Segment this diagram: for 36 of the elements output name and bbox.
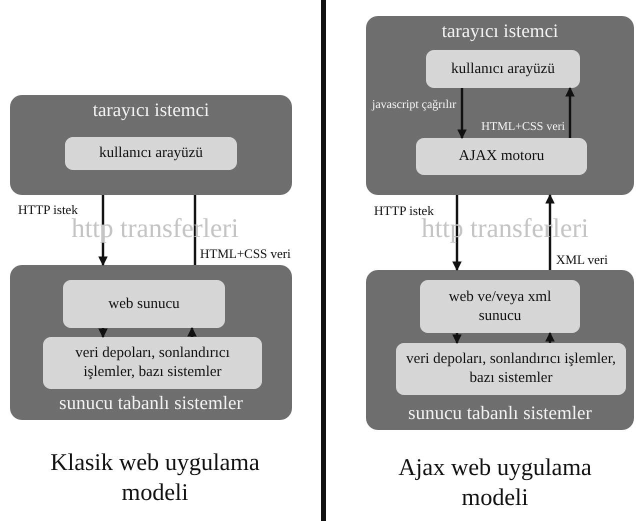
group-panel xyxy=(10,265,292,420)
edge-label: HTTP istek xyxy=(374,202,434,218)
edge-label: XML veri xyxy=(556,251,608,269)
panel-heading: sunucu tabanlı sistemler xyxy=(58,392,244,416)
component-box xyxy=(63,280,225,328)
group-panel xyxy=(10,95,292,195)
panel-heading: sunucu tabanlı sistemler xyxy=(407,402,593,426)
edge-label: HTTP istek xyxy=(18,201,78,218)
panel-heading: tarayıcı istemci xyxy=(92,99,210,123)
box-label: veri depoları, sonlandırıcı işlemler, bazı sistemler xyxy=(405,350,617,388)
box-label: web ve/veya xml sunucu xyxy=(448,288,552,326)
diagram-caption: Ajax web uygulama modeli xyxy=(397,454,593,513)
component-box xyxy=(43,337,262,389)
box-label: veri depoları, sonlandırıcı işlemler, bazı sistemler xyxy=(74,344,231,382)
group-panel xyxy=(366,16,634,195)
component-box xyxy=(416,138,587,175)
arrow xyxy=(452,333,462,344)
box-label: kullanıcı arayüzü xyxy=(450,60,556,78)
diagram-caption: Klasik web uygulama modeli xyxy=(49,449,261,508)
arrow xyxy=(545,332,555,343)
edge-label: HTML+CSS veri xyxy=(481,118,565,135)
panel-heading: tarayıcı istemci xyxy=(440,20,560,44)
arrow xyxy=(187,327,197,337)
component-box xyxy=(426,50,580,88)
box-label: AJAX motoru xyxy=(458,147,546,166)
arrow xyxy=(98,328,108,338)
component-box xyxy=(396,343,626,395)
box-label: kullanıcı arayüzü xyxy=(98,144,204,163)
arrow xyxy=(457,88,467,139)
edge-label: javascript çağrılır xyxy=(372,96,456,113)
edge-label: HTML+CSS veri xyxy=(200,245,291,263)
group-panel xyxy=(366,270,634,430)
component-box xyxy=(65,137,237,170)
box-label: web sunucu xyxy=(107,294,181,314)
arrow xyxy=(565,87,575,138)
component-box xyxy=(420,280,580,333)
